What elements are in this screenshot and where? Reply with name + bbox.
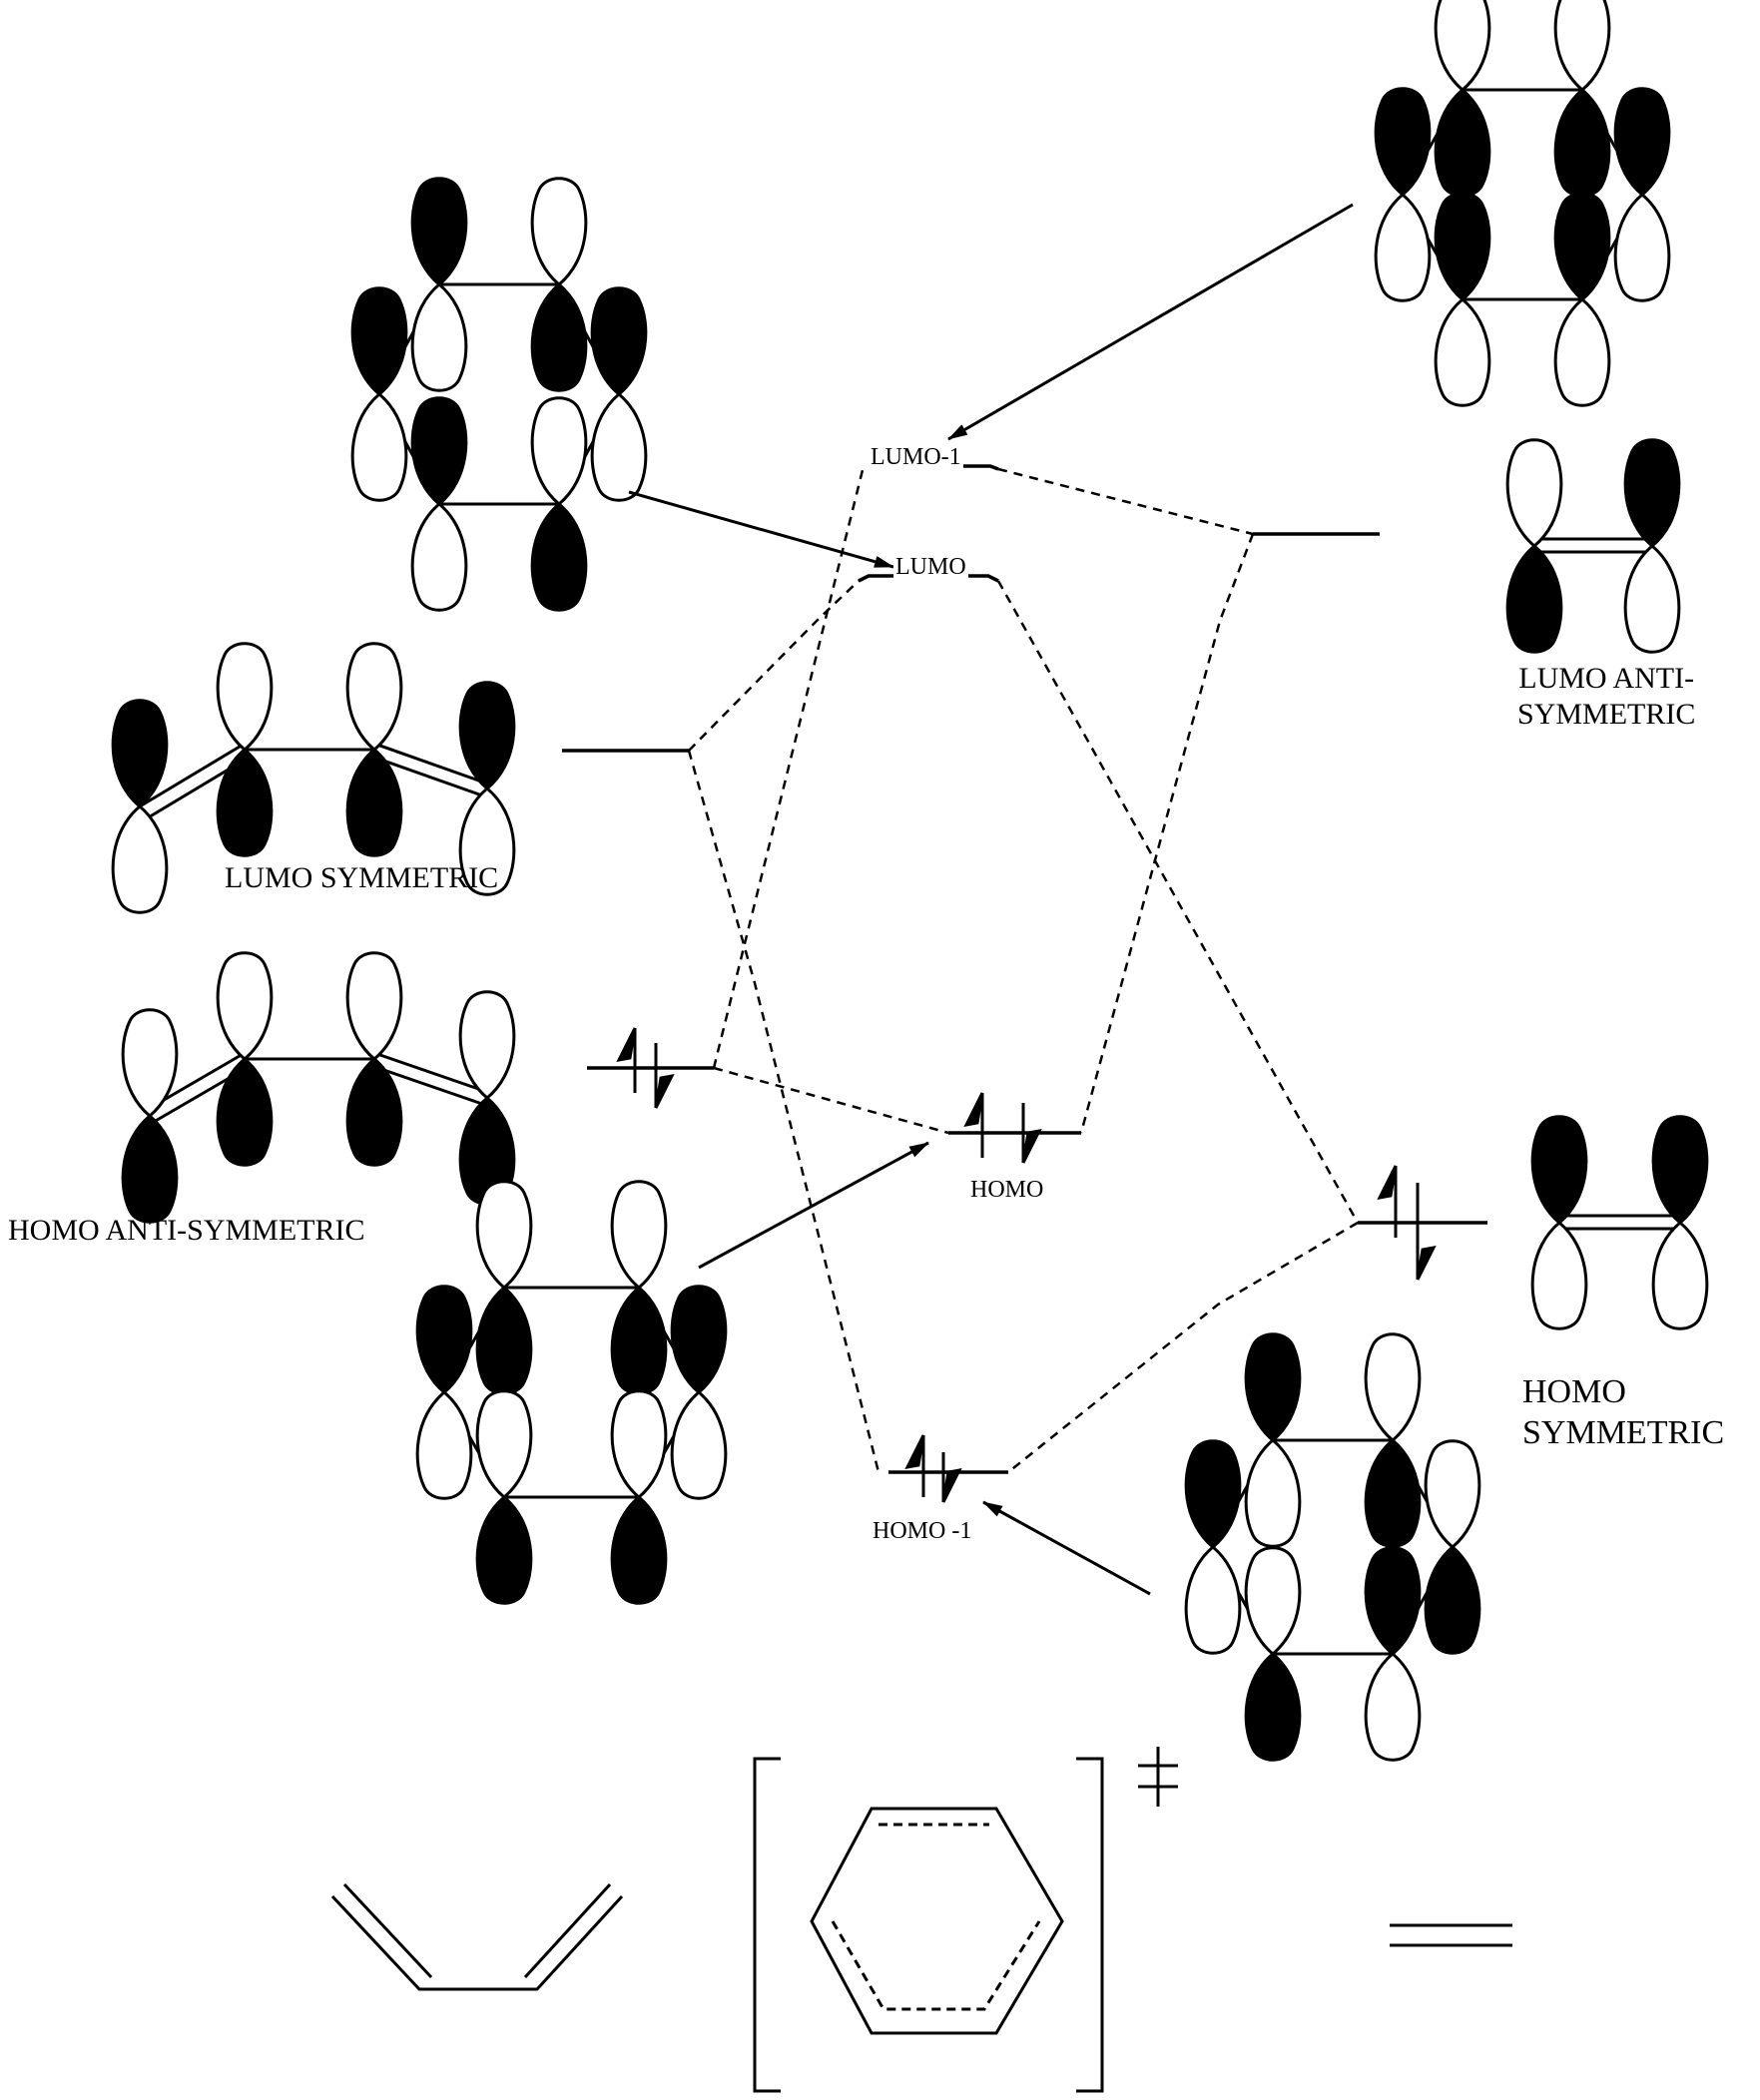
butadiene-homo-orbital [121, 951, 516, 1224]
label-lumo-symmetric: LUMO SYMMETRIC [225, 861, 499, 894]
electron-pairs [616, 1027, 1437, 1503]
arrows [628, 203, 1354, 1596]
correlation-line [713, 1066, 949, 1135]
double-dagger-icon [1138, 1747, 1178, 1807]
label-line: SYMMETRIC [1522, 1413, 1725, 1451]
hexatriene-lumo-plus-1-orbital [1374, 0, 1671, 407]
ethylene-structure [1390, 1923, 1512, 1947]
correlation-line [1079, 533, 1255, 1134]
electron-pair-butadiene-homo [616, 1027, 675, 1109]
label-line: HOMO [1522, 1373, 1626, 1410]
electron-pair-homo [963, 1092, 1042, 1164]
label-homo: HOMO [968, 1176, 1046, 1205]
butadiene-lumo-orbital [111, 642, 516, 914]
label-line: LUMO ANTI- [1518, 662, 1695, 695]
correlation-line [687, 750, 880, 1473]
transition-state-structure [753, 1747, 1178, 2093]
label-lumo-anti-symmetric: LUMO ANTI- SYMMETRIC [1517, 661, 1695, 733]
arrow-to-lumo-plus-1 [947, 203, 1354, 441]
label-lumo: LUMO [893, 553, 968, 582]
arrow-to-homo [698, 1141, 929, 1270]
label-homo-anti-symmetric: HOMO ANTI-SYMMETRIC [8, 1214, 365, 1247]
ethylene-homo-orbital [1530, 1115, 1709, 1330]
label-homo-minus-1: HOMO -1 [871, 1517, 974, 1546]
correlation-line [997, 467, 1254, 536]
arrow-to-homo-minus-1 [982, 1500, 1151, 1596]
correlation-line [712, 465, 866, 1069]
correlation-lines [687, 465, 1360, 1473]
arrow-to-lumo [628, 490, 894, 569]
correlation-line [1007, 1221, 1359, 1473]
label-homo-symmetric: HOMO SYMMETRIC [1522, 1372, 1724, 1454]
electron-pair-homo-minus-1 [904, 1434, 962, 1503]
hexatriene-lumo-orbital [350, 177, 648, 612]
butadiene-structure [330, 1882, 624, 1991]
reaction-scheme [330, 1747, 1512, 2093]
correlation-line [688, 580, 860, 752]
correlation-line [996, 580, 1360, 1224]
ethylene-lumo-orbital [1505, 438, 1681, 654]
label-lumo-plus-1: LUMO-1 [869, 443, 963, 472]
label-line: SYMMETRIC [1517, 698, 1696, 731]
electron-pair-ethylene-homo [1377, 1165, 1437, 1281]
hexatriene-homo-orbital [415, 1180, 728, 1605]
hexatriene-homo-minus-1-orbital [1184, 1332, 1481, 1762]
